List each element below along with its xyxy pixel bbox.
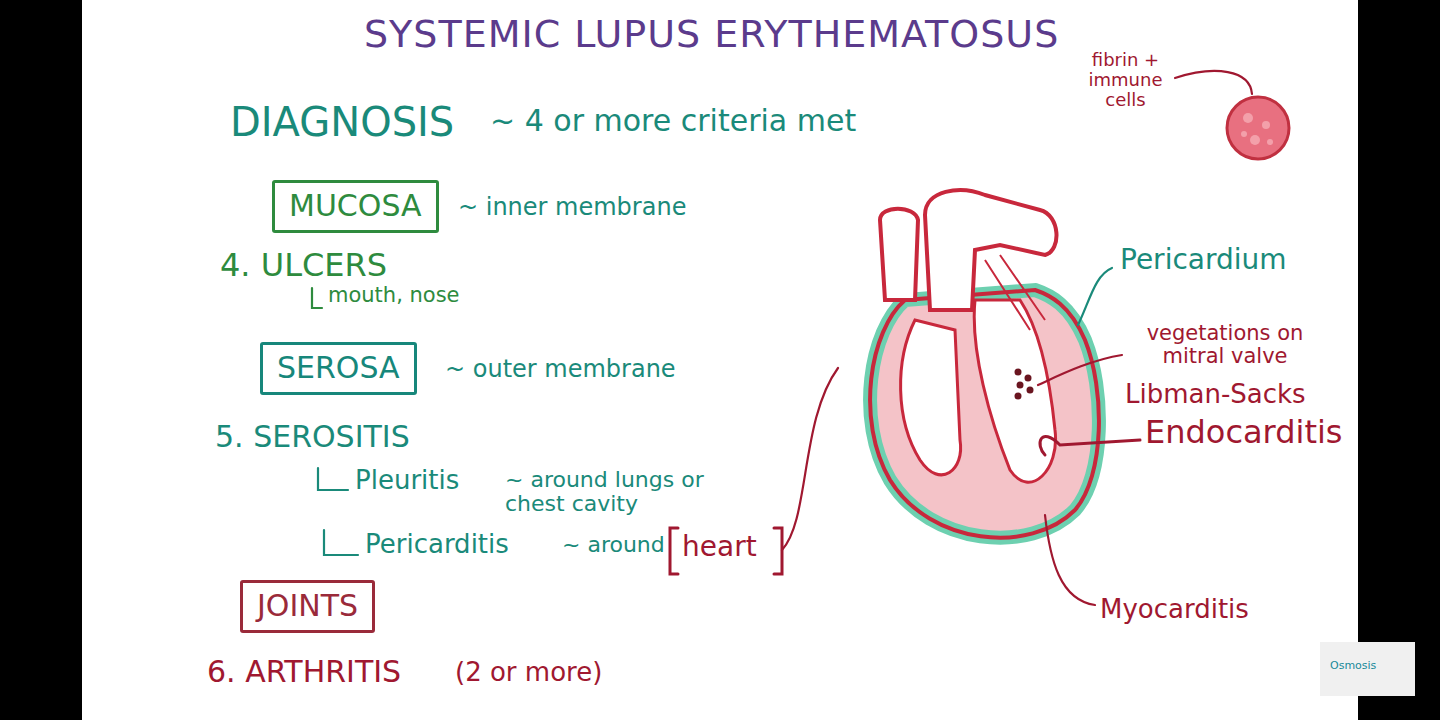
note: (2 or more) — [455, 658, 602, 687]
note: ~ outer membrane — [445, 356, 676, 382]
callout: vegetations on mitral valve — [1125, 322, 1325, 368]
note: heart — [682, 532, 757, 563]
note: ~ inner membrane — [458, 194, 686, 220]
callout: Pericardium — [1120, 245, 1287, 276]
note: ~ 4 or more criteria met — [490, 104, 856, 137]
sub-item: Pleuritis — [355, 466, 459, 495]
box-text: MUCOSA — [289, 189, 422, 224]
callout: fibrin + immune cells — [1078, 50, 1173, 109]
note: ~ around lungs or chest cavity — [505, 468, 765, 516]
callout: Endocarditis — [1145, 415, 1343, 450]
criterion: 5. SEROSITIS — [215, 420, 410, 453]
criteria-box: MUCOSA — [272, 180, 439, 233]
callout: Libman-Sacks — [1125, 380, 1306, 409]
criteria-box: JOINTS — [240, 580, 375, 633]
section-heading: DIAGNOSIS — [230, 100, 454, 144]
box-text: JOINTS — [257, 589, 358, 624]
sub-item: Pericarditis — [365, 530, 509, 559]
criteria-box: SEROSA — [260, 342, 417, 395]
criterion: 4. ULCERS — [220, 248, 387, 283]
note: ~ around — [562, 533, 665, 557]
criterion: 6. ARTHRITIS — [207, 655, 401, 688]
watermark: Osmosis — [1330, 660, 1376, 672]
callout: Myocarditis — [1100, 595, 1249, 624]
box-text: SEROSA — [277, 351, 400, 386]
sub-item: mouth, nose — [328, 284, 460, 307]
slide-title: SYSTEMIC LUPUS ERYTHEMATOSUS — [364, 14, 1059, 56]
